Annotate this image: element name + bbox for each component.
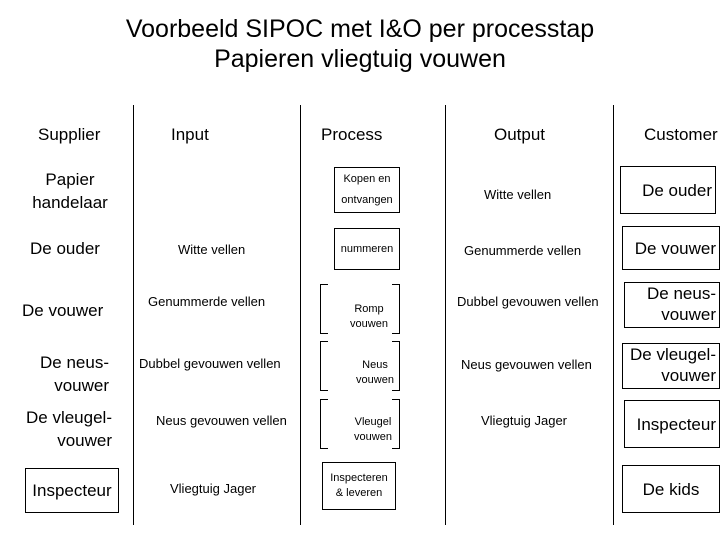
customer-3: De neus- vouwer <box>624 282 720 328</box>
process-step-5: Vleugel vouwen <box>354 416 392 443</box>
process-step-5-bracket-right <box>392 399 400 449</box>
customer-5: Inspecteur <box>624 400 720 448</box>
output-3: Dubbel gevouwen vellen <box>457 294 599 309</box>
process-step-3-bracket-left <box>320 284 328 334</box>
supplier-3: De vouwer <box>22 301 104 320</box>
input-3: Genummerde vellen <box>148 294 266 309</box>
output-2: Genummerde vellen <box>464 243 582 258</box>
divider-process <box>300 105 301 525</box>
header-customer: Customer <box>644 125 718 144</box>
customer-6: De kids <box>622 465 720 513</box>
process-step-6: Inspecteren & leveren <box>322 462 396 510</box>
input-6: Vliegtuig Jager <box>170 481 256 496</box>
process-step-2: nummeren <box>334 228 400 270</box>
supplier-6: Inspecteur <box>25 468 119 513</box>
header-output: Output <box>494 125 546 144</box>
title-line-2: Papieren vliegtuig vouwen <box>214 45 506 73</box>
process-step-1: Kopen en ontvangen <box>334 167 400 213</box>
supplier-2: De ouder <box>30 239 100 258</box>
output-5: Vliegtuig Jager <box>481 413 567 428</box>
header-process: Process <box>321 125 383 144</box>
diagram-title: Voorbeeld SIPOC met I&O per processtap P… <box>0 14 720 74</box>
output-4: Neus gevouwen vellen <box>461 357 592 372</box>
process-step-4-bracket-right <box>392 341 400 391</box>
input-4: Dubbel gevouwen vellen <box>139 356 281 371</box>
process-step-5-bracket-left <box>320 399 328 449</box>
supplier-4: De neus- vouwer <box>40 353 109 395</box>
input-2: Witte vellen <box>178 242 246 257</box>
output-1: Witte vellen <box>484 187 552 202</box>
process-step-3: Romp vouwen <box>350 303 388 330</box>
header-input: Input <box>171 125 209 144</box>
header-supplier: Supplier <box>38 125 101 144</box>
customer-4: De vleugel- vouwer <box>622 343 720 389</box>
supplier-5: De vleugel- vouwer <box>26 408 112 450</box>
divider-customer <box>613 105 614 525</box>
process-step-4: Neus vouwen <box>356 359 394 386</box>
title-line-1: Voorbeeld SIPOC met I&O per processtap <box>125 15 595 43</box>
customer-1: De ouder <box>620 166 716 214</box>
customer-2: De vouwer <box>622 226 720 270</box>
supplier-1: Papier handelaar <box>32 170 108 212</box>
divider-input <box>133 105 134 525</box>
process-step-3-bracket-right <box>392 284 400 334</box>
process-step-4-bracket-left <box>320 341 328 391</box>
divider-output <box>445 105 446 525</box>
input-5: Neus gevouwen vellen <box>156 413 287 428</box>
